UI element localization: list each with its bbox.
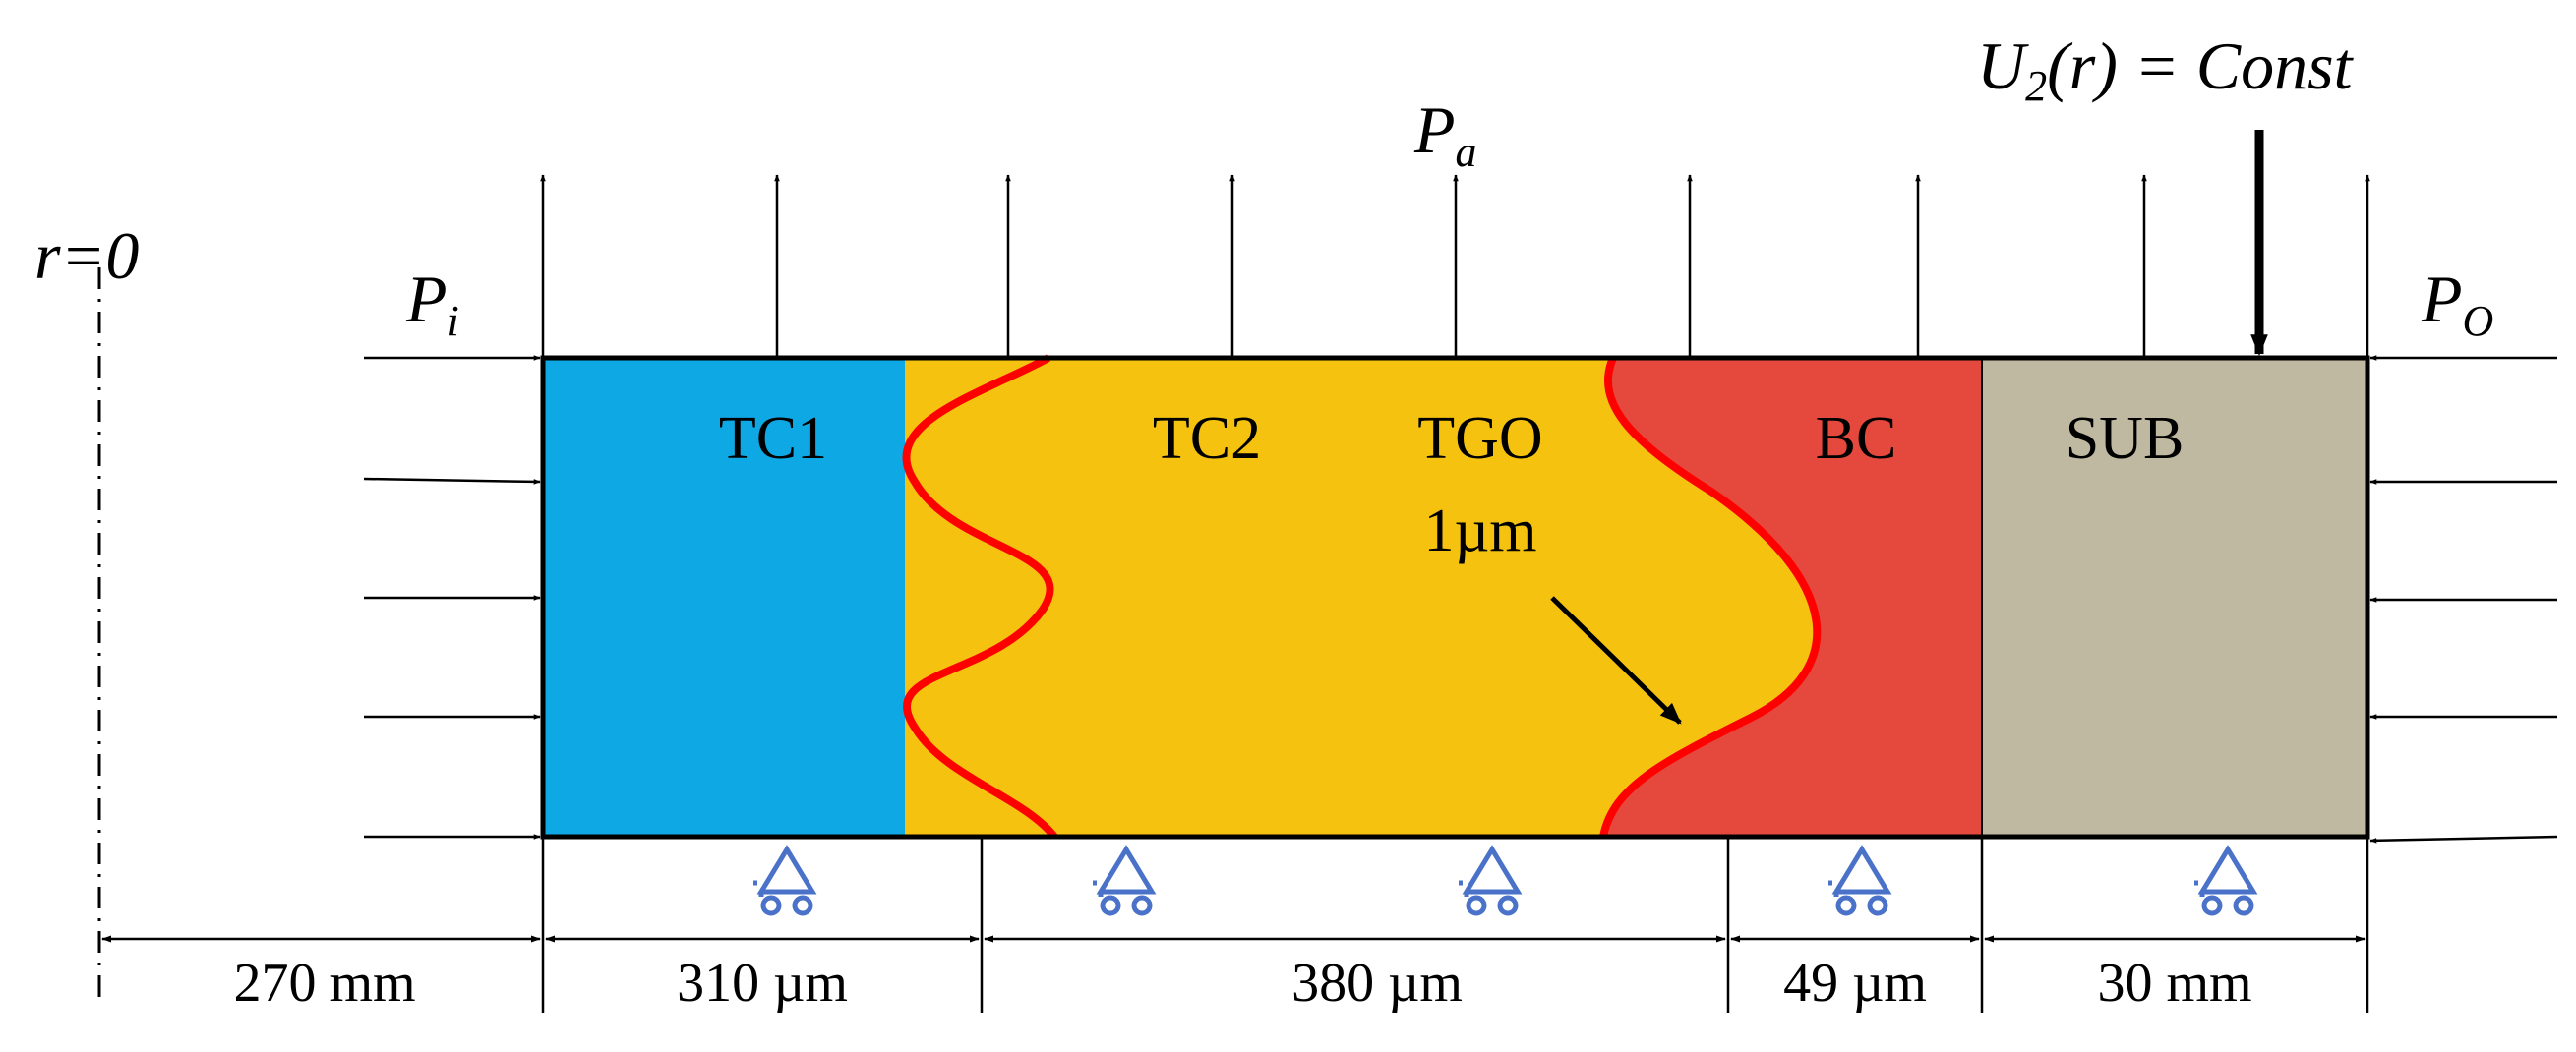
outer-pressure-arrows bbox=[2369, 355, 2558, 844]
layer-bc-label: BC bbox=[1816, 405, 1897, 472]
layer-tc2-label: TC2 bbox=[1153, 405, 1261, 472]
dim-label-2: 310 µm bbox=[677, 953, 848, 1014]
displacement-constraint-label: U2(r) = Const bbox=[1977, 29, 2355, 110]
inner-arrow-1 bbox=[363, 477, 541, 485]
axial-pressure-arrows bbox=[540, 174, 2370, 358]
outer-pressure-label: PO bbox=[2421, 262, 2493, 345]
roller-supports bbox=[753, 845, 2258, 916]
dim-label-4: 49 µm bbox=[1783, 953, 1927, 1014]
interface-tgo-bc bbox=[1599, 356, 1822, 838]
roller-support-icon bbox=[1093, 845, 1157, 916]
roller-support-icon bbox=[1828, 845, 1892, 916]
dim-label-5: 30 mm bbox=[2097, 953, 2251, 1014]
dim-label-1: 270 mm bbox=[233, 953, 415, 1014]
dim-label-3: 380 µm bbox=[1291, 953, 1463, 1014]
layer-tc1-label: TC1 bbox=[719, 405, 827, 472]
inner-pressure-arrows bbox=[363, 355, 541, 840]
interface-tc1-tc2 bbox=[902, 354, 1058, 840]
dimension-extension-lines bbox=[541, 837, 2369, 1013]
axial-pressure-label: Pa bbox=[1413, 92, 1477, 176]
layer-tc1-wave-fill bbox=[906, 358, 1082, 837]
tgo-pointer-arrow-icon bbox=[1550, 596, 1682, 725]
roller-support-icon bbox=[2194, 845, 2258, 916]
layer-tgo-label: TGO bbox=[1417, 405, 1542, 472]
layer-sub-fill bbox=[1982, 358, 2367, 837]
tgo-thickness-label: 1µm bbox=[1424, 497, 1537, 564]
inner-pressure-label: Pi bbox=[405, 262, 459, 345]
outer-arrow-4 bbox=[2369, 835, 2558, 844]
layer-bc-wave-fill bbox=[1574, 358, 1818, 837]
roller-support-icon bbox=[753, 845, 817, 916]
axis-label: r=0 bbox=[34, 218, 139, 293]
layer-sub-label: SUB bbox=[2066, 405, 2185, 472]
roller-support-icon bbox=[1459, 845, 1523, 916]
